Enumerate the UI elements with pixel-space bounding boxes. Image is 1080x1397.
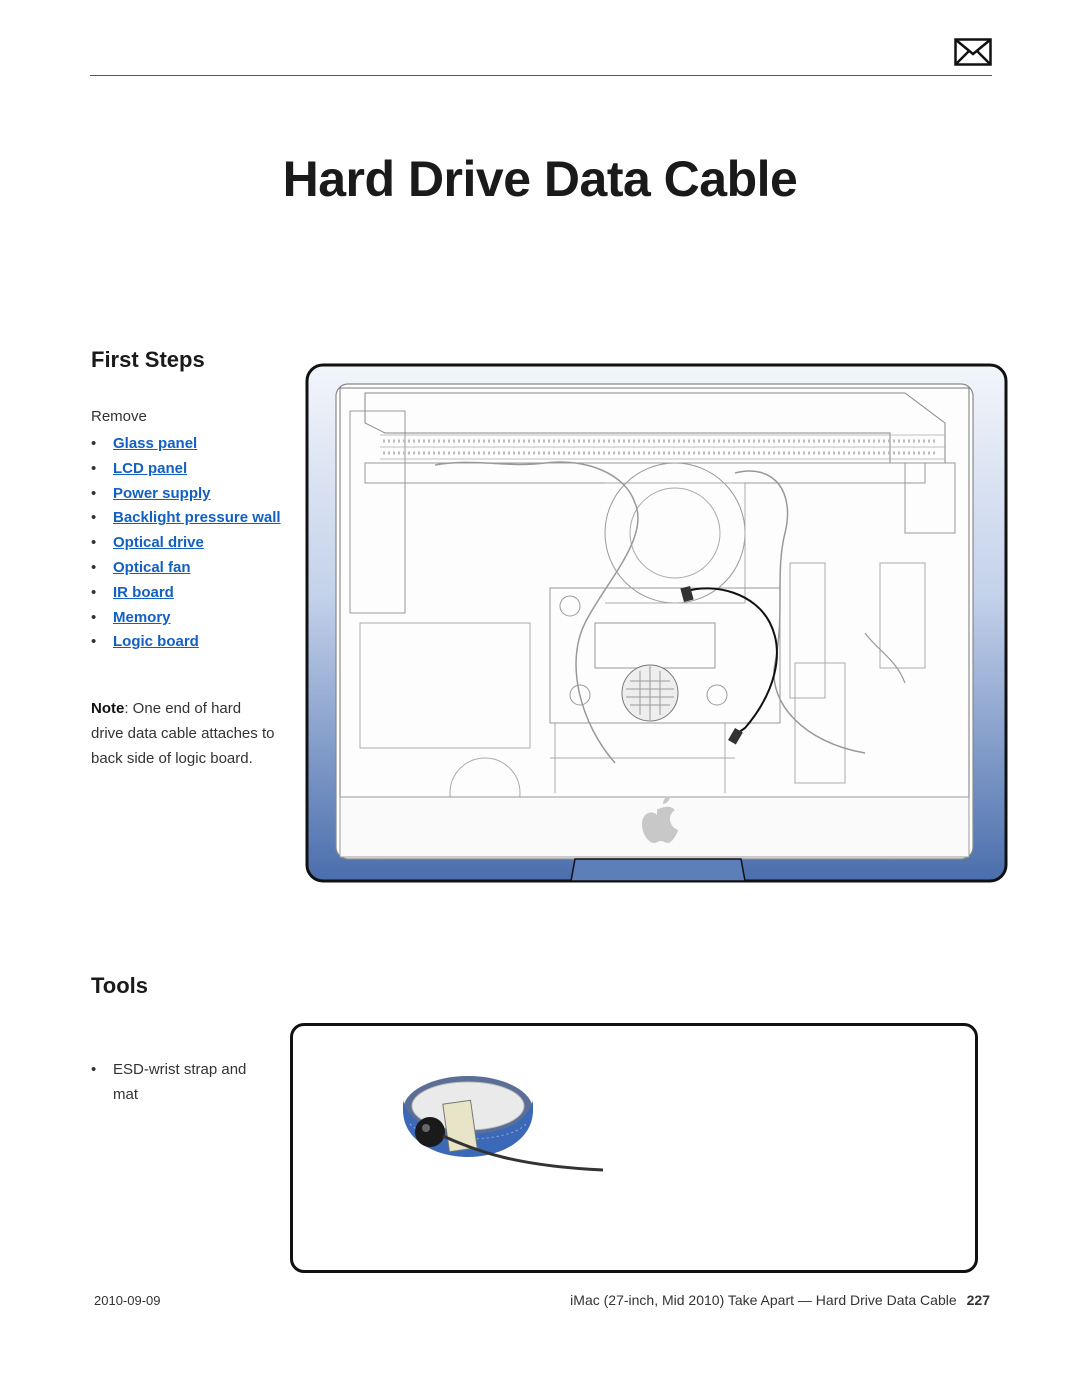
first-steps-list: •Glass panel •LCD panel •Power supply •B… [91, 432, 291, 655]
link-lcd-panel[interactable]: LCD panel [113, 459, 188, 477]
list-item: •LCD panel [91, 459, 188, 477]
list-item: •Backlight pressure wall [91, 509, 281, 527]
mail-icon[interactable] [954, 38, 992, 66]
link-backlight-pressure-wall[interactable]: Backlight pressure wall [113, 509, 281, 527]
list-item: •Logic board [91, 633, 199, 651]
footer-title: iMac (27-inch, Mid 2010) Take Apart — Ha… [570, 1292, 990, 1308]
link-optical-drive[interactable]: Optical drive [113, 534, 204, 552]
list-item: •Power supply [91, 484, 211, 502]
list-item: •ESD-wrist strap and mat [91, 1058, 266, 1108]
header-rule [90, 75, 992, 76]
esd-wrist-strap-image [403, 1076, 603, 1172]
tools-illustration-box [290, 1023, 978, 1273]
page-title: Hard Drive Data Cable [282, 151, 798, 207]
link-optical-fan[interactable]: Optical fan [113, 558, 191, 576]
remove-label: Remove [91, 408, 147, 425]
list-item: •Glass panel [91, 435, 198, 452]
imac-internal-illustration [305, 363, 1008, 883]
list-item: •IR board [91, 583, 174, 601]
list-item: •Optical fan [91, 558, 191, 576]
list-item: •Memory [91, 608, 171, 626]
note: Note: One end of hard drive data cable a… [91, 697, 276, 771]
page-number: 227 [966, 1292, 990, 1308]
footer-doc-title: iMac (27-inch, Mid 2010) Take Apart — Ha… [570, 1292, 957, 1308]
link-memory[interactable]: Memory [113, 608, 171, 626]
tool-esd-wrist-strap: ESD-wrist strap and mat [113, 1061, 247, 1103]
link-glass-panel[interactable]: Glass panel [113, 435, 198, 452]
note-label: Note [91, 700, 125, 717]
note-text: : One end of hard drive data cable attac… [91, 700, 275, 767]
footer-date: 2010-09-09 [94, 1293, 161, 1308]
tools-list: •ESD-wrist strap and mat [91, 1058, 266, 1108]
tools-heading: Tools [91, 973, 149, 998]
link-logic-board[interactable]: Logic board [113, 633, 199, 651]
list-item: •Optical drive [91, 534, 204, 552]
first-steps-heading: First Steps [91, 347, 205, 372]
link-ir-board[interactable]: IR board [113, 583, 174, 601]
link-power-supply[interactable]: Power supply [113, 484, 211, 502]
